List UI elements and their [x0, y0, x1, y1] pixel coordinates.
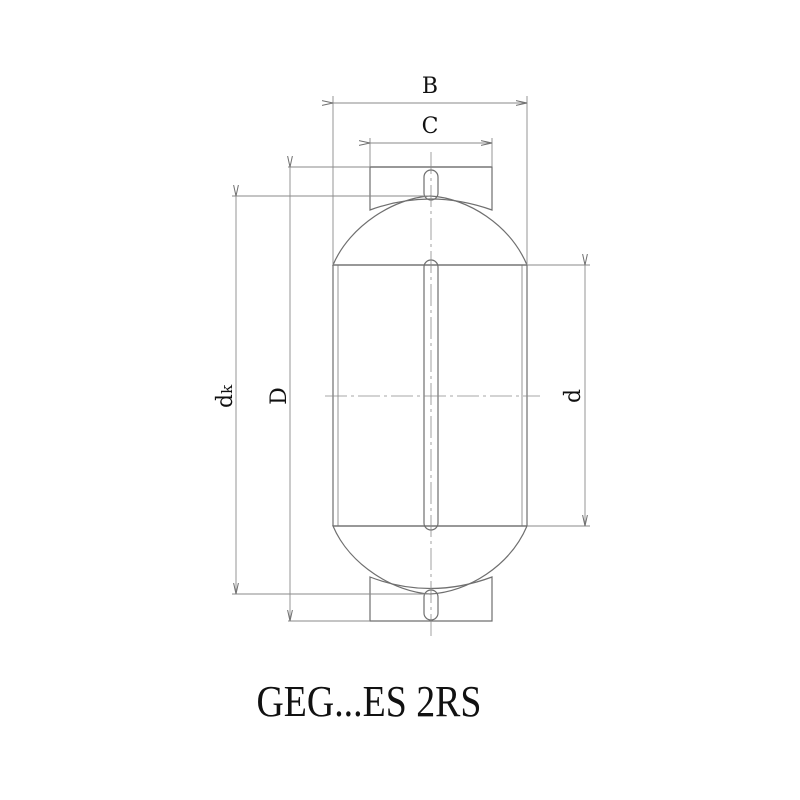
dimension-D-label: D [267, 387, 292, 405]
extension-lines [232, 96, 590, 622]
dimension-dk: dk [213, 196, 238, 594]
dimension-d: d [561, 265, 586, 526]
product-designation: GEG...ES 2RS [256, 677, 482, 726]
dimension-dk-subscript: k [218, 384, 236, 394]
dimension-B-label: B [422, 74, 438, 99]
dimension-C: C [370, 114, 492, 143]
dimension-dk-label: d [213, 394, 238, 408]
lubrication-groove [423, 152, 439, 638]
dimension-B: B [333, 74, 527, 103]
svg-text:dk: dk [213, 384, 238, 408]
inner-ring-bore [332, 264, 528, 527]
outer-ring-bottom [369, 576, 493, 622]
inner-ring-section-bottom [332, 525, 528, 595]
dimension-d-label: d [561, 389, 586, 403]
dimension-D: D [267, 167, 292, 621]
dimension-C-label: C [422, 114, 439, 139]
inner-ring-section-top [332, 195, 528, 266]
